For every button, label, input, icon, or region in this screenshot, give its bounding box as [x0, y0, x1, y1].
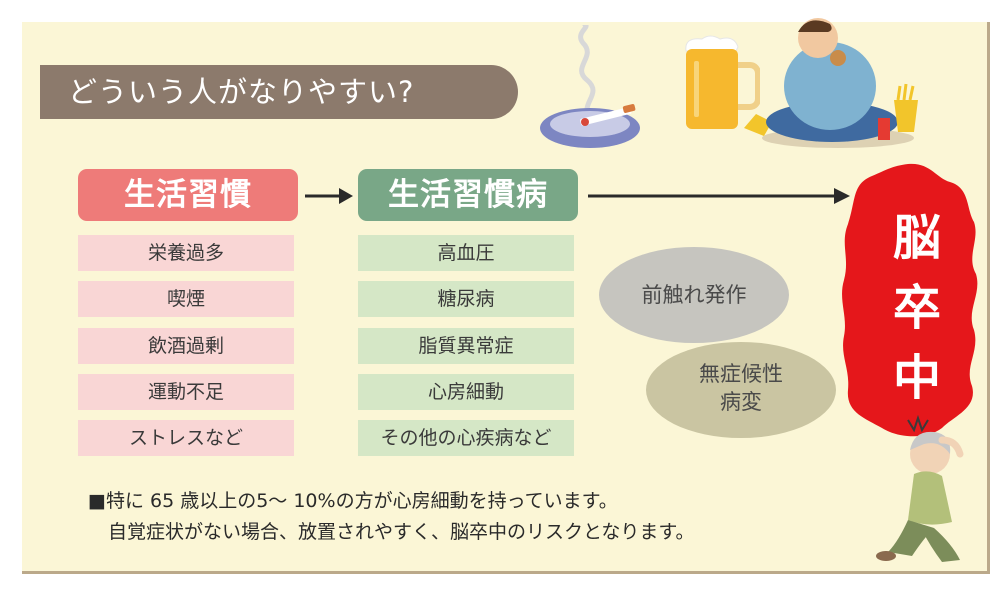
- prodromal-attack-bubble: 前触れ発作: [599, 247, 789, 343]
- note-line-2: 自覚症状がない場合、放置されやすく、脳卒中のリスクとなります。: [108, 521, 695, 543]
- list-item: ストレスなど: [78, 420, 294, 456]
- list-item: 喫煙: [78, 281, 294, 317]
- arrow-diseases-to-stroke: [588, 188, 850, 204]
- bubble-label: 前触れ発作: [641, 283, 747, 307]
- silent-lesion-bubble: 無症候性 病変: [646, 342, 836, 438]
- list-item: 糖尿病: [358, 281, 574, 317]
- list-item: 運動不足: [78, 374, 294, 410]
- habits-header: 生活習慣: [78, 169, 298, 221]
- list-item: その他の心疾病など: [358, 420, 574, 456]
- list-item: 脂質異常症: [358, 328, 574, 364]
- beer-mug-illustration: [685, 35, 760, 129]
- list-item: 栄養過多: [78, 235, 294, 271]
- list-item: 飲酒過剰: [78, 328, 294, 364]
- stroke-burst-shape: [842, 163, 978, 437]
- stroke-char-1: 脳: [892, 210, 941, 266]
- overeating-person-illustration: [744, 18, 918, 148]
- bubble-label-line1: 無症候性: [699, 362, 783, 386]
- ashtray-cigarette-illustration: [540, 25, 640, 148]
- list-item: 心房細動: [358, 374, 574, 410]
- stroke-char-3: 中: [892, 350, 941, 406]
- list-item: 高血圧: [358, 235, 574, 271]
- arrow-habits-to-diseases: [305, 188, 353, 204]
- note-line-1: ■特に 65 歳以上の5〜 10%の方が心房細動を持っています。: [88, 490, 618, 512]
- stroke-char-2: 卒: [892, 280, 941, 336]
- page-title: どういう人がなりやすい?: [40, 65, 518, 119]
- diseases-header: 生活習慣病: [358, 169, 578, 221]
- bubble-label-line2: 病変: [720, 390, 762, 414]
- elderly-person-headache-illustration: [876, 414, 964, 562]
